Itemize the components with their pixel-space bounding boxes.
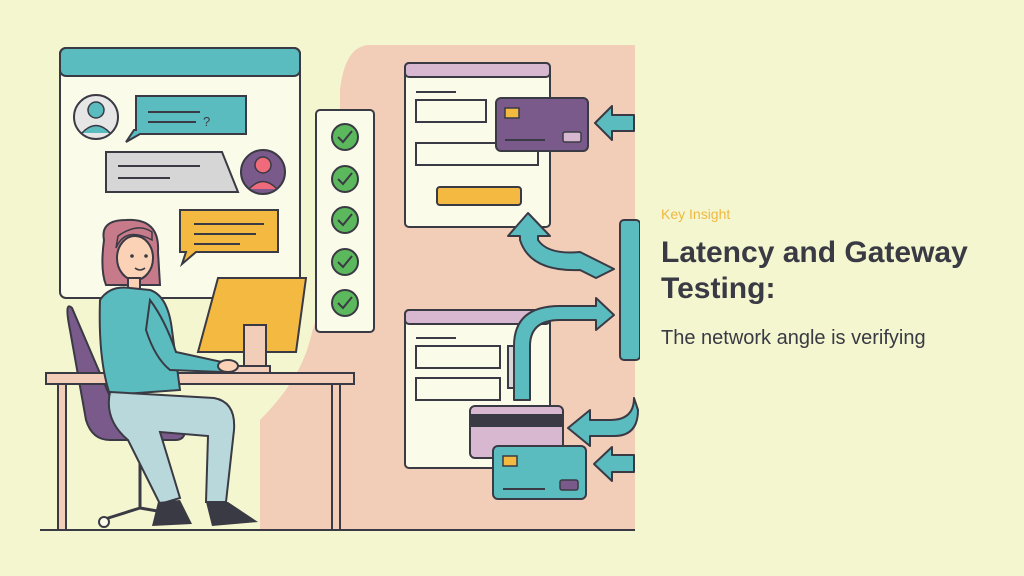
chat-window: ? [59, 47, 301, 299]
question-mark: ? [203, 114, 210, 129]
checkmark-icon [331, 248, 359, 276]
user-avatar-icon [73, 94, 119, 140]
slide-subtitle: The network angle is verifying [661, 327, 926, 349]
checkmark-icon [331, 289, 359, 317]
monitor-icon [196, 277, 308, 374]
checkmark-icon [331, 206, 359, 234]
eyebrow-label: Key Insight [661, 206, 731, 222]
arrow-icon [507, 105, 639, 482]
credit-card-icon [492, 445, 587, 500]
checkmark-icon [331, 165, 359, 193]
chat-bubble-grey [105, 151, 240, 193]
user-avatar-icon [240, 149, 286, 195]
desk [45, 372, 355, 531]
illustration: ? [40, 45, 640, 531]
chat-bubble-yellow [179, 209, 279, 268]
credit-card-icon [495, 97, 589, 152]
checklist-panel [315, 109, 375, 333]
slide-title: Latency and Gateway Testing: [661, 236, 968, 305]
checkmark-icon [331, 123, 359, 151]
woman-character [98, 218, 258, 526]
chat-bubble-icon: ? [125, 95, 247, 143]
text-panel: Key Insight Latency and Gateway Testing:… [661, 205, 1001, 353]
gateway-server [619, 219, 640, 361]
